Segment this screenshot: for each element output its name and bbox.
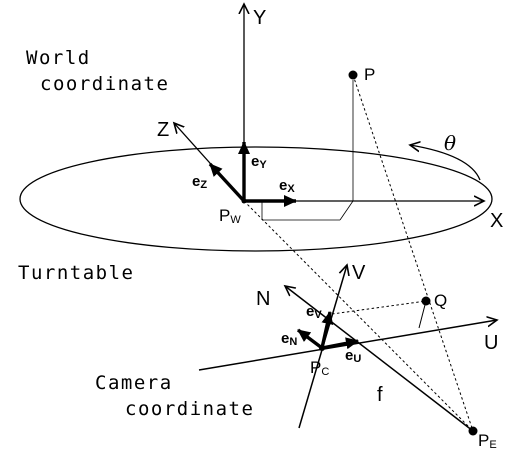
point-q-dot xyxy=(421,296,431,306)
camera-caption-line2: coordinate xyxy=(125,398,254,420)
camera-caption-line1: Camera xyxy=(95,372,173,394)
point-p-label: P xyxy=(364,65,375,84)
point-q-label: Q xyxy=(434,291,447,310)
turntable-caption: Turntable xyxy=(18,262,134,284)
p-box-diag xyxy=(339,200,354,221)
point-pc-label: PC xyxy=(310,358,329,378)
focal-length-label: f xyxy=(377,384,383,406)
en-label: eN xyxy=(281,330,297,348)
ev-label: eV xyxy=(306,303,322,321)
turntable-ellipse xyxy=(19,146,493,252)
ray-p-pe xyxy=(352,74,474,432)
ez-label: eZ xyxy=(192,173,207,191)
point-pe-label: PE xyxy=(478,431,497,449)
axis-u-label: U xyxy=(484,332,498,354)
point-pw-dot xyxy=(241,198,247,204)
point-pe-dot xyxy=(468,426,478,436)
world-caption-line2: coordinate xyxy=(40,73,169,95)
ez-vector xyxy=(208,162,246,203)
point-pw-label: PW xyxy=(219,206,241,226)
axis-v-label: V xyxy=(352,262,366,284)
point-p-dot xyxy=(348,70,358,80)
eu-vector xyxy=(321,337,359,350)
theta-label: θ xyxy=(444,131,456,155)
world-caption-line1: World xyxy=(26,47,91,69)
camera-n-axis xyxy=(285,286,474,432)
en-vector xyxy=(296,328,324,350)
rotation-arc xyxy=(410,145,481,181)
ev-vector xyxy=(320,311,334,349)
ex-label: eX xyxy=(279,177,295,195)
ray-pw-pe xyxy=(243,200,474,432)
axis-z-label: Z xyxy=(157,119,169,141)
q-u-projection xyxy=(418,300,427,329)
axis-n-label: N xyxy=(256,288,270,310)
ey-label: eY xyxy=(251,153,267,171)
axis-x-label: X xyxy=(490,210,503,232)
q-v-projection xyxy=(331,300,427,315)
axis-y-label: Y xyxy=(253,7,266,29)
point-pc-dot xyxy=(319,345,325,351)
eu-label: eU xyxy=(345,347,361,365)
